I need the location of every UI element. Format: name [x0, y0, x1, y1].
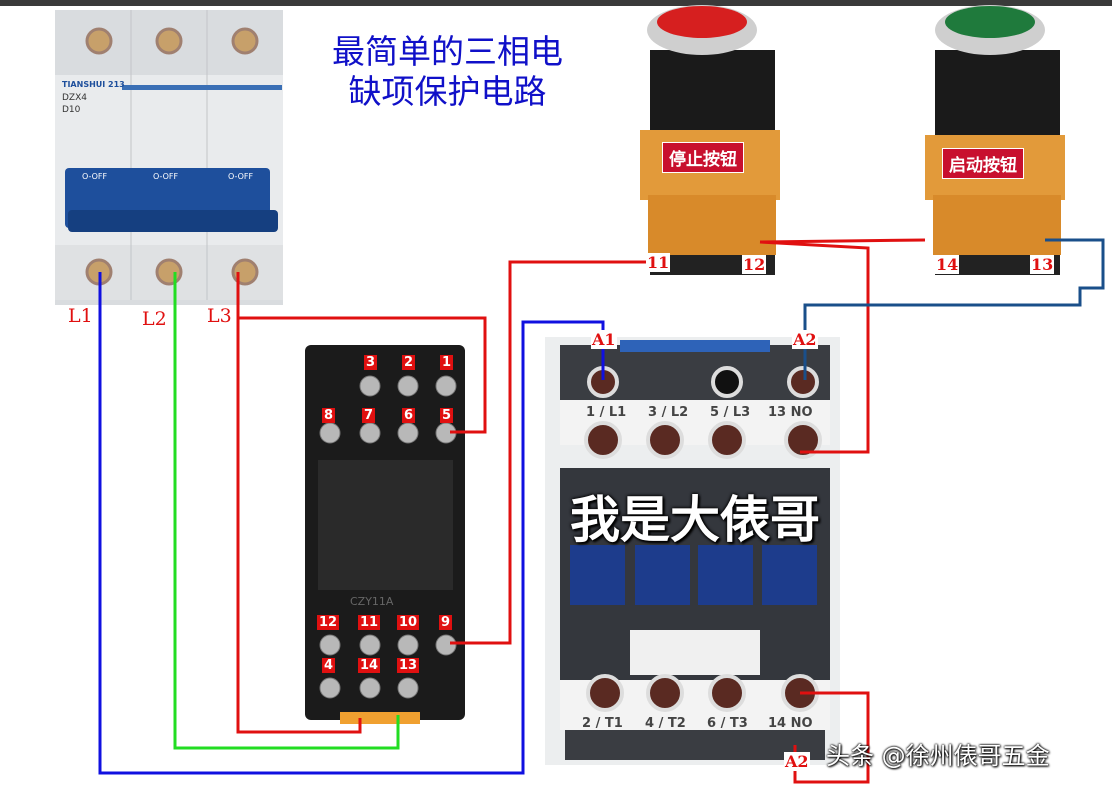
wire-relay9-to-stop11: [450, 260, 648, 645]
relay-pin: 3: [364, 355, 378, 370]
phase-label-l3: L3: [207, 305, 232, 327]
title-line-2: 缺项保护电路: [348, 72, 547, 111]
contactor-device: [545, 337, 840, 765]
relay-pin: 10: [397, 615, 420, 630]
circuit-breaker: [55, 10, 283, 305]
stop-button-device: [640, 5, 780, 275]
wire-stop12-to-13no: [759, 240, 870, 454]
relay-pin: 1: [440, 355, 454, 370]
diagram-title: 最简单的三相电 缺项保护电路: [305, 32, 590, 112]
start-button-label: 启动按钮: [942, 148, 1024, 179]
wire-l3-to-relay-5: [238, 316, 487, 434]
watermark-text: 我是大俵哥: [570, 491, 820, 549]
contactor-terminal: 14 NO: [768, 716, 813, 731]
breaker-switch-label: O-OFF: [82, 172, 108, 181]
contactor-terminal: 13 NO: [768, 405, 813, 420]
relay-pin: 9: [439, 615, 453, 630]
stop-terminal-11: 11: [646, 253, 671, 272]
relay-pin: 14: [358, 658, 381, 673]
breaker-switch-label: O-OFF: [228, 172, 254, 181]
top-bar: [0, 0, 1112, 6]
relay-pin: 11: [358, 615, 381, 630]
relay-pin: 12: [317, 615, 340, 630]
coil-terminal-a2-bottom: A2: [784, 752, 810, 771]
breaker-switch-label: O-OFF: [153, 172, 179, 181]
phase-label-l1: L1: [68, 305, 93, 327]
start-button-device: [925, 5, 1065, 275]
contactor-terminal: 4 / T2: [645, 716, 686, 731]
relay-base: [305, 345, 465, 724]
title-line-1: 最简单的三相电: [332, 32, 563, 71]
wire-l2: [173, 272, 400, 750]
relay-pin: 6: [402, 408, 416, 423]
wire-stop12-to-start14: [759, 238, 926, 244]
contactor-terminal: 6 / T3: [707, 716, 748, 731]
wire-l3-bottom: [236, 272, 362, 734]
relay-pin: 7: [362, 408, 376, 423]
relay-pin: 5: [440, 408, 454, 423]
coil-terminal-a2: A2: [792, 330, 818, 349]
start-terminal-14: 14: [935, 255, 960, 274]
breaker-brand: TIANSHUI 213: [62, 80, 125, 89]
footer-credit: 头条 @徐州俵哥五金: [826, 742, 1050, 770]
contactor-terminal: 2 / T1: [582, 716, 623, 731]
start-terminal-13: 13: [1030, 255, 1055, 274]
contactor-terminal: 3 / L2: [648, 405, 689, 420]
breaker-model: DZX4: [62, 93, 87, 103]
contactor-terminal: 1 / L1: [586, 405, 627, 420]
stop-button-label: 停止按钮: [662, 142, 744, 173]
wires: [98, 238, 1105, 784]
relay-pin: 2: [402, 355, 416, 370]
breaker-rating: D10: [62, 105, 81, 115]
coil-terminal-a1: A1: [591, 330, 617, 349]
relay-pin: 13: [397, 658, 420, 673]
wire-start13-to-a2: [803, 238, 1105, 380]
phase-label-l2: L2: [142, 308, 167, 330]
contactor-terminal: 5 / L3: [710, 405, 751, 420]
stop-terminal-12: 12: [742, 255, 767, 274]
relay-model: CZY11A: [350, 595, 394, 608]
relay-pin: 4: [322, 658, 336, 673]
relay-pin: 8: [322, 408, 336, 423]
